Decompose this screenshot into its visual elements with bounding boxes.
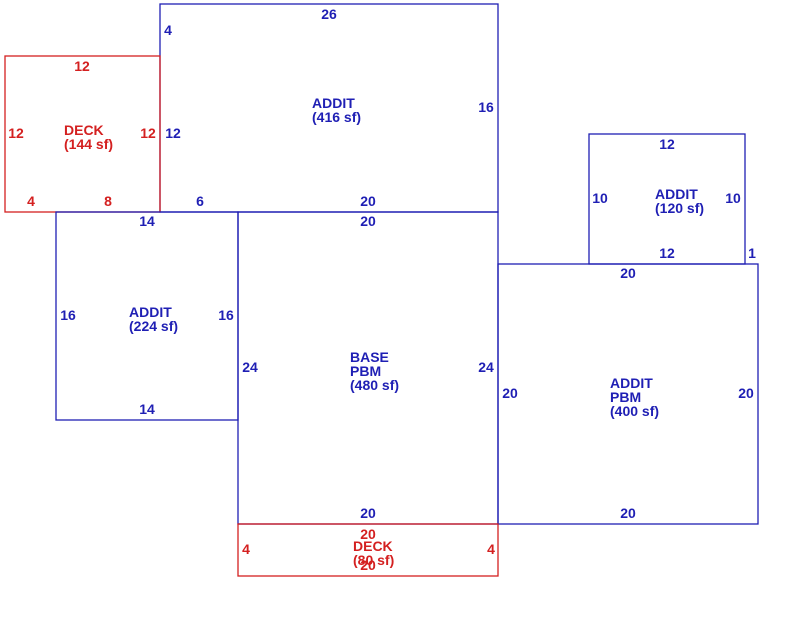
dimension-label: 14 bbox=[139, 401, 155, 417]
dimension-label: 20 bbox=[502, 385, 518, 401]
room-label-line: PBM bbox=[610, 389, 641, 405]
dimension-label: 4 bbox=[242, 541, 250, 557]
room-deck-left: DECK(144 sf) 12 12 12 4 8 bbox=[4, 55, 161, 213]
room-addit-top: ADDIT(416 sf) 26 16 20 4 6 12 bbox=[159, 3, 499, 213]
dimension-label: 4 bbox=[27, 193, 35, 209]
room-label-line: (480 sf) bbox=[350, 377, 399, 393]
room-label-line: (80 sf) bbox=[353, 552, 394, 568]
room-label: DECK(144 sf) bbox=[64, 122, 113, 152]
room-label-line: ADDIT bbox=[655, 186, 698, 202]
room-label-line: (416 sf) bbox=[312, 109, 361, 125]
dimension-label: 4 bbox=[487, 541, 495, 557]
room-label-line: (120 sf) bbox=[655, 200, 704, 216]
dimension-label: 12 bbox=[74, 58, 90, 74]
dimension-label: 20 bbox=[360, 526, 376, 542]
room-label-line: DECK bbox=[64, 122, 104, 138]
room-label-line: (224 sf) bbox=[129, 318, 178, 334]
room-label-line: (144 sf) bbox=[64, 136, 113, 152]
dimension-label: 16 bbox=[60, 307, 76, 323]
dimension-label: 20 bbox=[360, 505, 376, 521]
dimension-label: 12 bbox=[140, 125, 156, 141]
room-label-line: ADDIT bbox=[312, 95, 355, 111]
dimension-label: 12 bbox=[659, 136, 675, 152]
dimension-label: 10 bbox=[725, 190, 741, 206]
room-label-line: DECK bbox=[353, 538, 393, 554]
room-addit-left: ADDIT(224 sf) 14 16 16 14 bbox=[55, 211, 239, 421]
room-label-line: ADDIT bbox=[610, 375, 653, 391]
room-addit-small: ADDIT(120 sf) 12 10 10 12 1 bbox=[588, 133, 756, 265]
dimension-label: 20 bbox=[620, 265, 636, 281]
room-label: ADDIT(416 sf) bbox=[312, 95, 361, 125]
dimension-label: 6 bbox=[196, 193, 204, 209]
room-outline bbox=[497, 263, 759, 525]
dimension-label: 24 bbox=[478, 359, 494, 375]
dimension-label: 16 bbox=[478, 99, 494, 115]
room-label-line: (400 sf) bbox=[610, 403, 659, 419]
dimension-label: 8 bbox=[104, 193, 112, 209]
dimension-label: 24 bbox=[242, 359, 258, 375]
dimension-label: 20 bbox=[360, 557, 376, 573]
room-label: ADDIT(224 sf) bbox=[129, 304, 178, 334]
dimension-label: 12 bbox=[659, 245, 675, 261]
dimension-label: 4 bbox=[164, 22, 172, 38]
dimension-label: 1 bbox=[748, 245, 756, 261]
dimension-label: 20 bbox=[360, 213, 376, 229]
dimension-label: 14 bbox=[139, 213, 155, 229]
room-label: DECK(80 sf) bbox=[353, 538, 394, 568]
dimension-label: 10 bbox=[592, 190, 608, 206]
room-outline bbox=[237, 523, 499, 577]
room-label-line: BASE bbox=[350, 349, 389, 365]
dimension-label: 12 bbox=[165, 125, 181, 141]
dimension-label: 16 bbox=[218, 307, 234, 323]
dimension-label: 20 bbox=[738, 385, 754, 401]
room-label-line: PBM bbox=[350, 363, 381, 379]
room-label-line: ADDIT bbox=[129, 304, 172, 320]
dimension-label: 20 bbox=[620, 505, 636, 521]
dimension-label: 12 bbox=[8, 125, 24, 141]
dimension-label: 26 bbox=[321, 6, 337, 22]
dimension-label: 20 bbox=[360, 193, 376, 209]
room-label: ADDIT(120 sf) bbox=[655, 186, 704, 216]
